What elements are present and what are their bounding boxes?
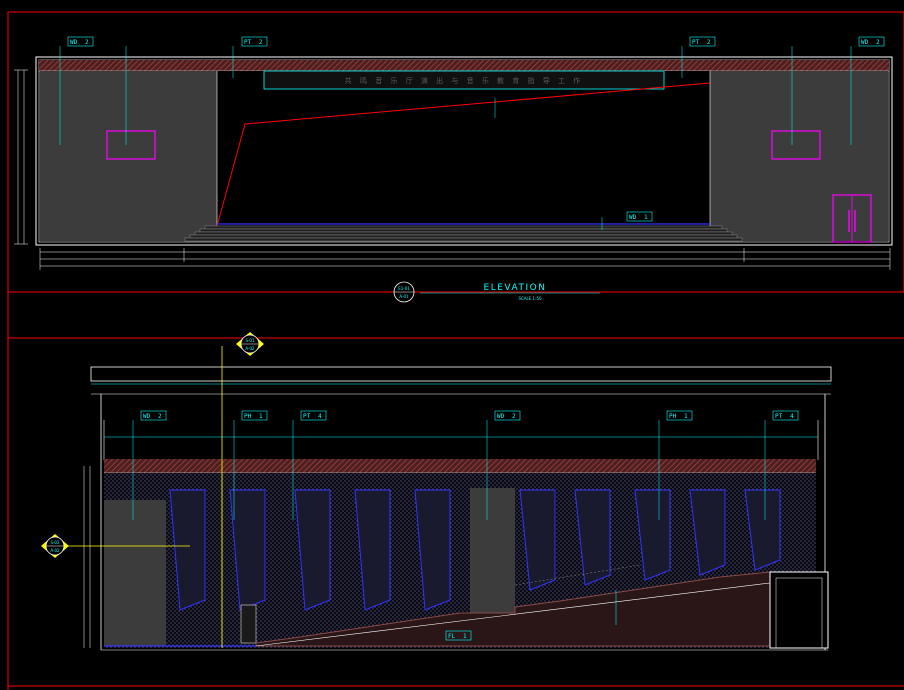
svg-text:2: 2 — [512, 413, 516, 420]
svg-text:A-01: A-01 — [399, 294, 409, 299]
center-grey-panel — [470, 488, 515, 614]
right-wall-panel — [710, 71, 888, 241]
door-block — [240, 604, 257, 644]
svg-text:WD: WD — [497, 413, 505, 420]
right-structure — [769, 571, 829, 649]
section-tag-1: WD 2 — [140, 410, 167, 421]
tag-wd-right: WD 2 — [858, 36, 885, 47]
right-speaker-box — [771, 130, 821, 160]
svg-text:2: 2 — [158, 413, 162, 420]
elevation-dimensions — [14, 69, 891, 270]
svg-text:PT: PT — [303, 413, 311, 420]
svg-text:WD: WD — [861, 39, 869, 46]
section-dimensions — [83, 466, 91, 648]
elevation-title: ELEVATION — [484, 283, 547, 293]
svg-text:4: 4 — [790, 413, 794, 420]
svg-text:1: 1 — [259, 413, 263, 420]
svg-text:2: 2 — [85, 39, 89, 46]
svg-text:PT: PT — [775, 413, 783, 420]
left-speaker-box — [106, 130, 156, 160]
svg-text:S-01: S-01 — [245, 338, 255, 343]
svg-text:A-02: A-02 — [245, 346, 255, 351]
svg-text:PH: PH — [244, 413, 252, 420]
svg-text:E1-01: E1-01 — [398, 286, 410, 291]
svg-text:2: 2 — [707, 39, 711, 46]
svg-text:PT: PT — [692, 39, 700, 46]
tag-stage-floor: WD 1 — [626, 211, 653, 222]
svg-text:WD: WD — [143, 413, 151, 420]
section-tag-5: PH 1 — [666, 410, 693, 421]
tag-wd-left: WD 2 — [67, 36, 94, 47]
svg-text:2: 2 — [259, 39, 263, 46]
svg-text:2: 2 — [876, 39, 880, 46]
elevation-scale: SCALE 1:50 — [518, 296, 542, 301]
svg-text:WD: WD — [70, 39, 78, 46]
sheet-frame — [7, 11, 904, 690]
svg-text:WD: WD — [629, 214, 637, 221]
section-marker-top: S-01 A-02 — [236, 332, 264, 356]
section-tag-6: PT 4 — [772, 410, 799, 421]
left-grey-panel — [104, 500, 166, 646]
svg-text:1: 1 — [684, 413, 688, 420]
tag-pt-left: PT 2 — [241, 36, 268, 47]
section-leaders — [132, 420, 766, 625]
section-tag-2: PH 1 — [241, 410, 268, 421]
svg-text:1: 1 — [463, 633, 467, 640]
section-tag-4: WD 2 — [494, 410, 521, 421]
svg-text:1: 1 — [644, 214, 648, 221]
elevation-view: 共 鸣 音 乐 厅 演 出 与 音 乐 教 育 指 导 工 作 — [14, 46, 893, 270]
stage-steps — [184, 225, 743, 242]
stage-opening — [217, 71, 710, 226]
tag-pt-right: PT 2 — [689, 36, 716, 47]
sightline — [216, 82, 711, 227]
backdrop-caption: 共 鸣 音 乐 厅 演 出 与 音 乐 教 育 指 导 工 作 — [345, 76, 583, 85]
floor-tag: FL 1 — [445, 630, 472, 641]
raked-stairs — [255, 571, 771, 647]
left-wall-panel — [40, 71, 217, 241]
svg-text:PH: PH — [669, 413, 677, 420]
svg-text:S-02: S-02 — [50, 540, 60, 545]
section-view — [60, 346, 832, 651]
svg-text:FL: FL — [448, 633, 456, 640]
side-door — [832, 194, 872, 243]
section-ceiling-hatch — [104, 459, 816, 473]
elevation-title-block: E1-01 A-01 ELEVATION SCALE 1:50 — [393, 281, 600, 303]
svg-text:PT: PT — [244, 39, 252, 46]
section-marker-left: S-02 A-02 — [41, 534, 69, 558]
section-tag-3: PT 4 — [300, 410, 327, 421]
elevation-leaders — [59, 46, 852, 230]
svg-text:A-02: A-02 — [50, 548, 60, 553]
ceiling-hatch — [39, 60, 889, 71]
backdrop-banner — [263, 70, 665, 90]
wall-panels — [169, 489, 781, 611]
svg-text:4: 4 — [318, 413, 322, 420]
